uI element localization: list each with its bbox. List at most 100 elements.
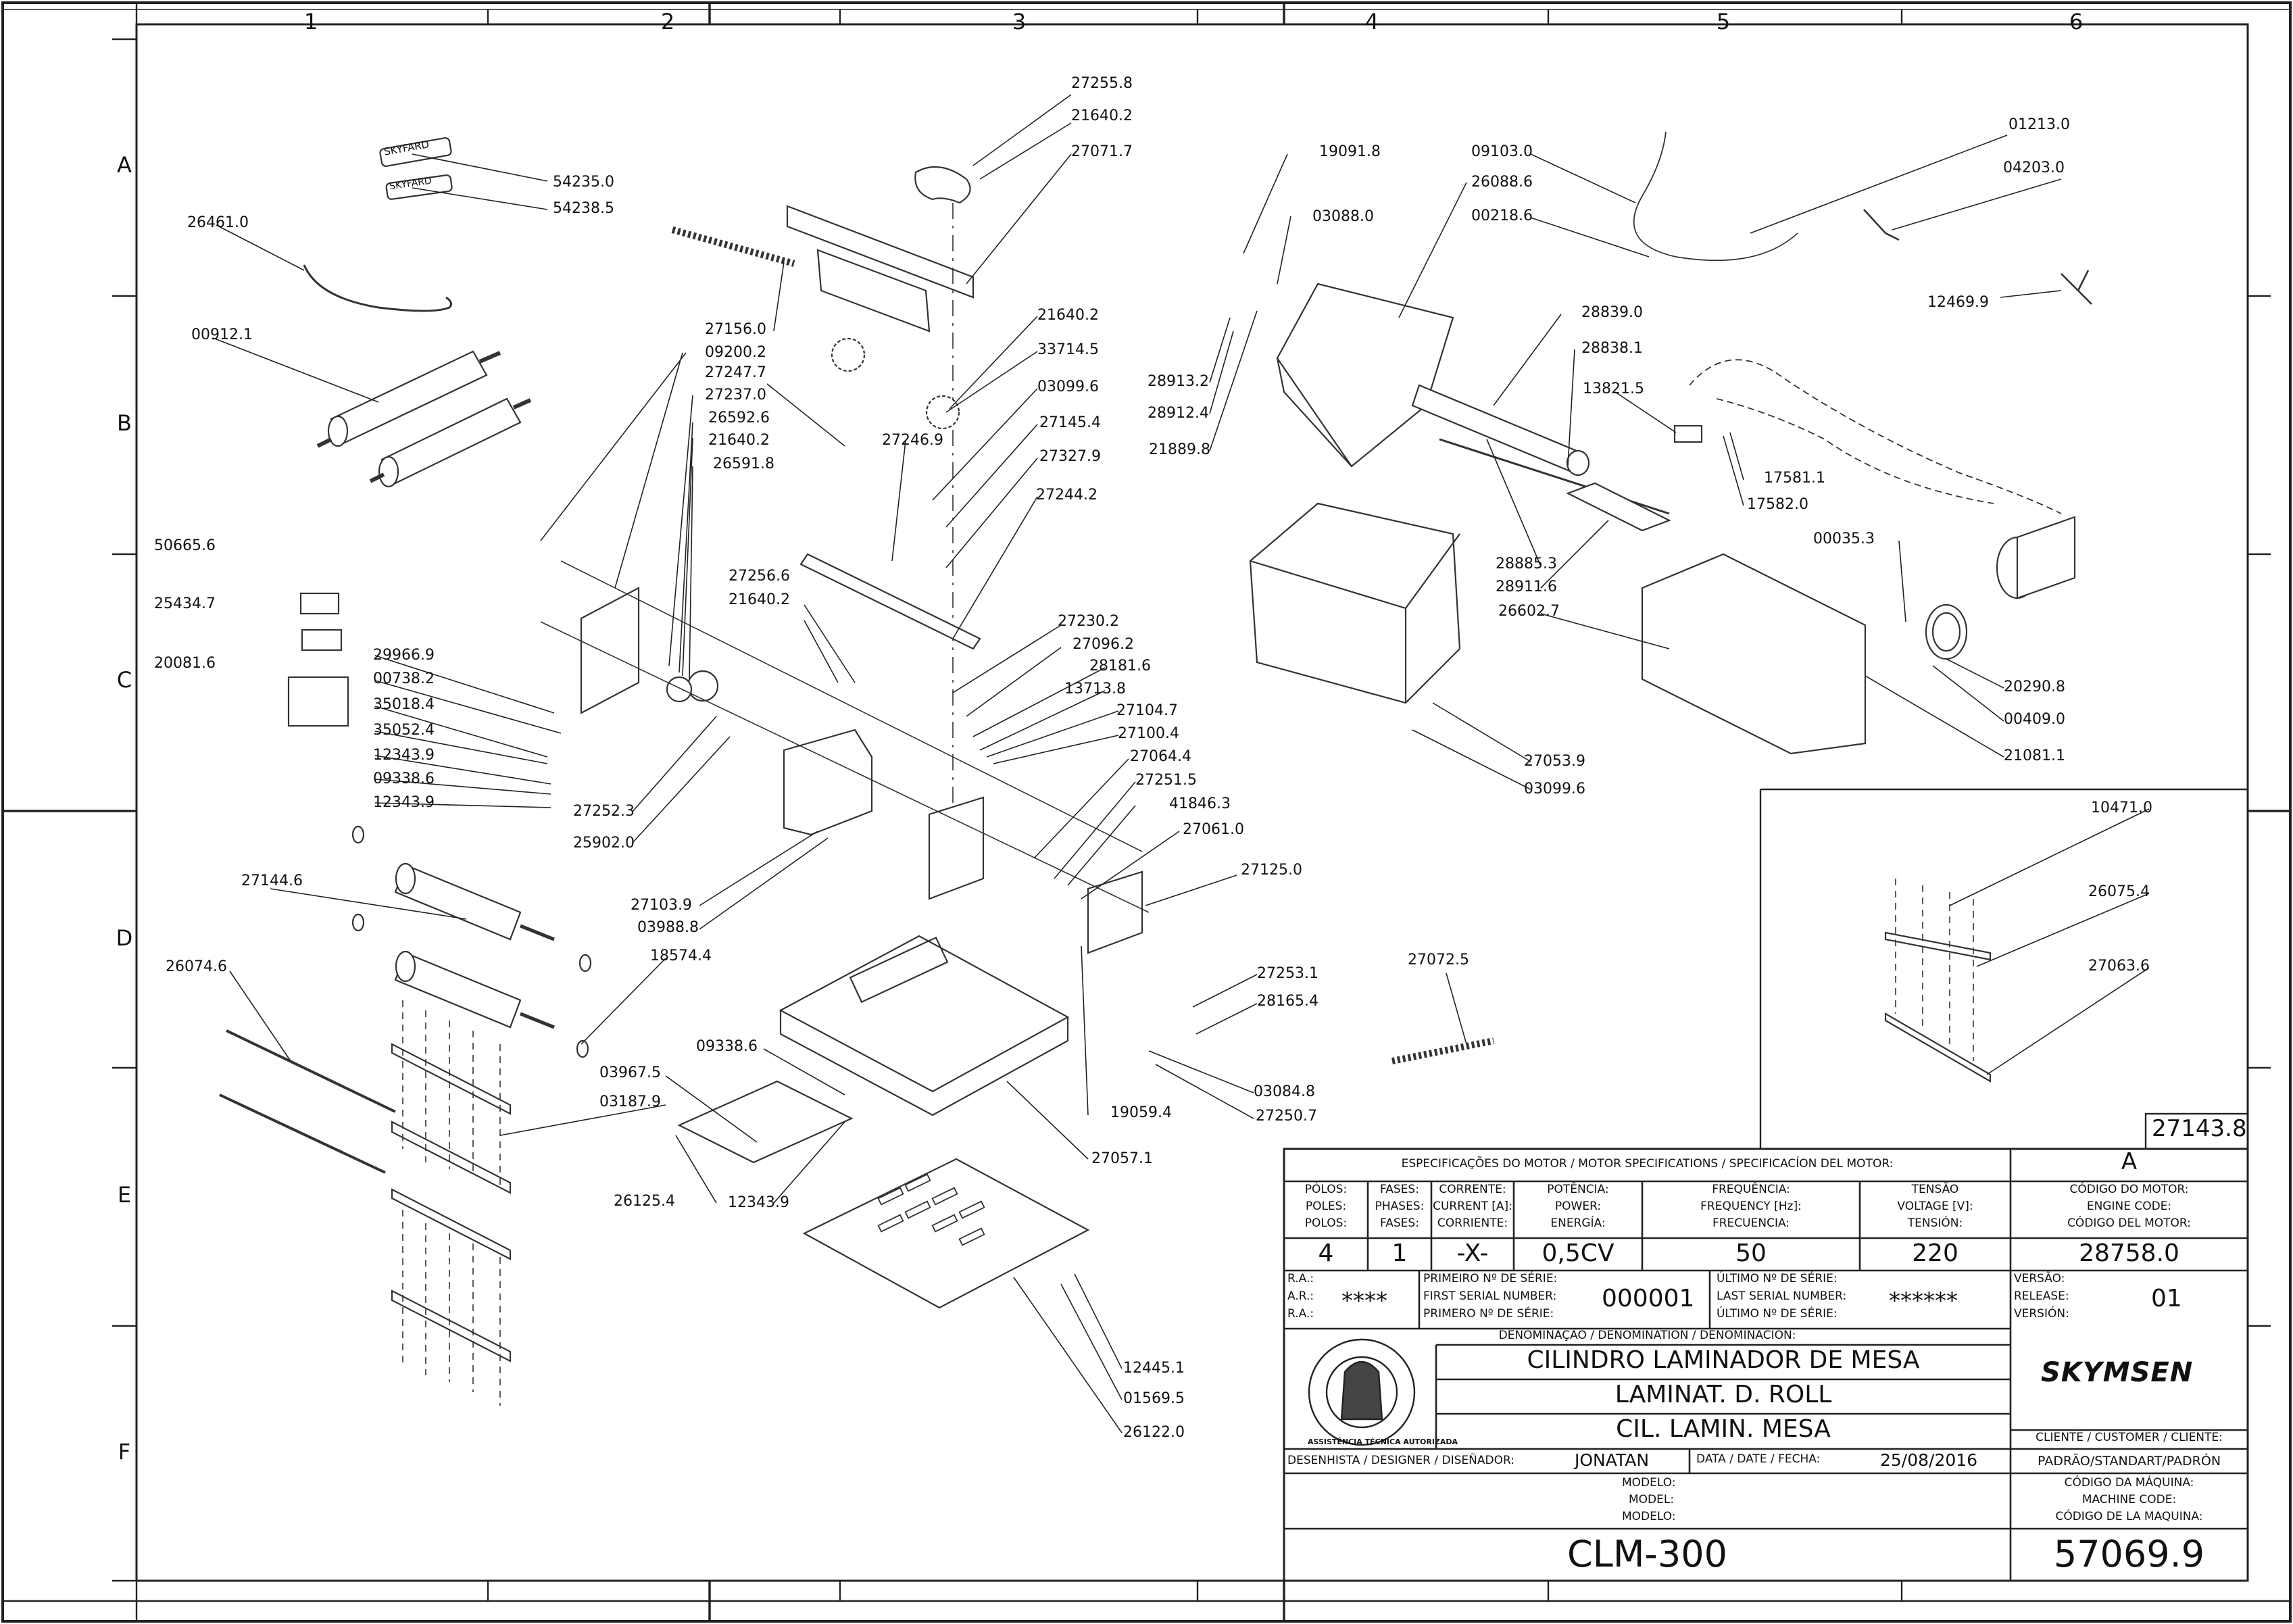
label-25434 [301, 629, 343, 651]
callout-label: 20081.6 [154, 655, 216, 672]
guard-27071 [786, 205, 975, 299]
brand-logo: SKYMSEN [2041, 1357, 2194, 1388]
name-portuguese: CILINDRO LAMINADOR DE MESA [1527, 1346, 1920, 1374]
first-serial-label-3: PRIMERO Nº DE SÉRIE: [1423, 1307, 1554, 1321]
callout-label: 27144.6 [241, 872, 303, 889]
callout-label: 27145.4 [1039, 414, 1101, 431]
callout-label: 09338.6 [373, 770, 435, 787]
callout-label: 03187.9 [599, 1093, 661, 1110]
callout-label: 03084.8 [1254, 1083, 1315, 1100]
frame-27125-side [928, 796, 985, 900]
power-label-1: POTÊNCIA: [1547, 1183, 1609, 1196]
grille-28911 [1566, 482, 1671, 532]
callout-label: 26075.4 [2088, 883, 2150, 900]
callout-label: 28181.6 [1089, 658, 1151, 674]
part-26461 [303, 264, 453, 312]
callout-label: 17581.1 [1764, 470, 1825, 487]
callout-label: 21640.2 [1037, 307, 1099, 324]
version-label-3: VERSIÓN: [2014, 1307, 2069, 1321]
callout-label: 21889.8 [1149, 441, 1210, 458]
callout-label: 27256.6 [729, 568, 790, 585]
power-label-2: POWER: [1554, 1200, 1602, 1213]
frame-27103 [783, 729, 873, 836]
voltage-label-2: VOLTAGE [V]: [1897, 1200, 1973, 1213]
callout-label: 28165.4 [1257, 993, 1318, 1010]
zone-col-5: 5 [1716, 9, 1731, 34]
denomination-label: DENOMINAÇÃO / DENOMINATION / DENOMINACIÓ… [1498, 1329, 1796, 1342]
phases-label-1: FASES: [1380, 1183, 1419, 1196]
title-block-frame [1283, 1148, 2249, 1582]
callout-label: 25902.0 [573, 835, 635, 852]
callout-label: 17582.0 [1747, 496, 1808, 513]
callout-label: 28911.6 [1496, 579, 1557, 595]
zone-row-a: A [117, 152, 132, 178]
callout-label: 27251.5 [1135, 772, 1197, 789]
callout-label: 27250.7 [1256, 1108, 1317, 1125]
date-value: 25/08/2016 [1880, 1450, 1978, 1470]
current-label-1: CORRENTE: [1439, 1183, 1506, 1196]
callout-label: 27061.0 [1183, 821, 1244, 838]
callout-label: 27230.2 [1058, 613, 1119, 630]
phases-label-2: PHASES: [1375, 1200, 1425, 1213]
callout-label: 19059.4 [1110, 1104, 1172, 1121]
callout-label: 27072.5 [1408, 952, 1469, 968]
parts-left [219, 137, 592, 1406]
callout-label: 27246.9 [882, 432, 943, 449]
callout-label: 26602.7 [1498, 603, 1560, 620]
zone-row-e: E [117, 1182, 132, 1208]
callout-label: 12343.9 [373, 747, 435, 764]
callout-label: 12343.9 [373, 794, 435, 811]
poles-label-1: PÓLOS: [1304, 1183, 1348, 1196]
callout-label: 28913.2 [1148, 373, 1209, 390]
version-value: 01 [2151, 1285, 2182, 1312]
version-letter: A [2121, 1148, 2138, 1175]
callout-label: 03099.6 [1037, 378, 1099, 395]
callout-label: 27253.1 [1257, 965, 1318, 982]
phases-value: 1 [1391, 1239, 1408, 1267]
parts-center [540, 166, 1494, 1309]
designer-label: DESENHISTA / DESIGNER / DISEÑADOR: [1287, 1454, 1514, 1467]
version-label-2: RELEASE: [2014, 1289, 2069, 1303]
callout-label: 26074.6 [166, 958, 227, 975]
date-label: DATA / DATE / FECHA: [1696, 1452, 1821, 1466]
callout-label: 21081.1 [2004, 747, 2065, 764]
callout-label: 26125.4 [614, 1193, 675, 1210]
callout-label: 54235.0 [553, 174, 614, 191]
callout-label: 26591.8 [713, 456, 774, 472]
callout-label: 27244.2 [1036, 487, 1098, 503]
callout-label: 00738.2 [373, 670, 435, 687]
side-plate-left [580, 587, 640, 714]
parts-right [1249, 131, 2092, 1083]
callout-label: 20290.8 [2004, 679, 2065, 695]
callout-label: 41846.3 [1169, 795, 1231, 812]
callout-label: 26088.6 [1471, 174, 1533, 191]
callout-label: 00409.0 [2004, 711, 2065, 728]
callout-label: 27327.9 [1039, 448, 1101, 465]
callout-label: 00912.1 [191, 326, 253, 343]
callout-label: 35052.4 [373, 722, 435, 739]
zone-col-6: 6 [2069, 9, 2084, 34]
ra-value: **** [1341, 1287, 1387, 1314]
callout-label: 50665.6 [154, 537, 216, 554]
callout-label: 09200.2 [705, 344, 766, 361]
ra-label-3: R.A.: [1287, 1307, 1314, 1321]
first-serial-label-2: FIRST SERIAL NUMBER: [1423, 1289, 1557, 1303]
callout-label: 27255.8 [1071, 75, 1133, 92]
voltage-label-3: TENSIÓN: [1907, 1216, 1963, 1230]
guard-27125 [1087, 870, 1143, 954]
poles-value: 4 [1318, 1239, 1334, 1267]
current-label-3: CORRIENTE: [1437, 1216, 1508, 1230]
scraper-assembly [219, 1000, 512, 1406]
vent-slots [877, 1173, 985, 1246]
motor-code-value: 28758.0 [2079, 1239, 2179, 1267]
callout-label: 33714.5 [1037, 341, 1099, 358]
callout-label: 27096.2 [1072, 636, 1134, 653]
label-20081 [287, 676, 349, 727]
callout-label: 27100.4 [1118, 725, 1179, 742]
callout-label: 03967.5 [599, 1064, 661, 1081]
callout-label: 27071.7 [1071, 143, 1133, 160]
name-english: LAMINAT. D. ROLL [1614, 1381, 1832, 1408]
